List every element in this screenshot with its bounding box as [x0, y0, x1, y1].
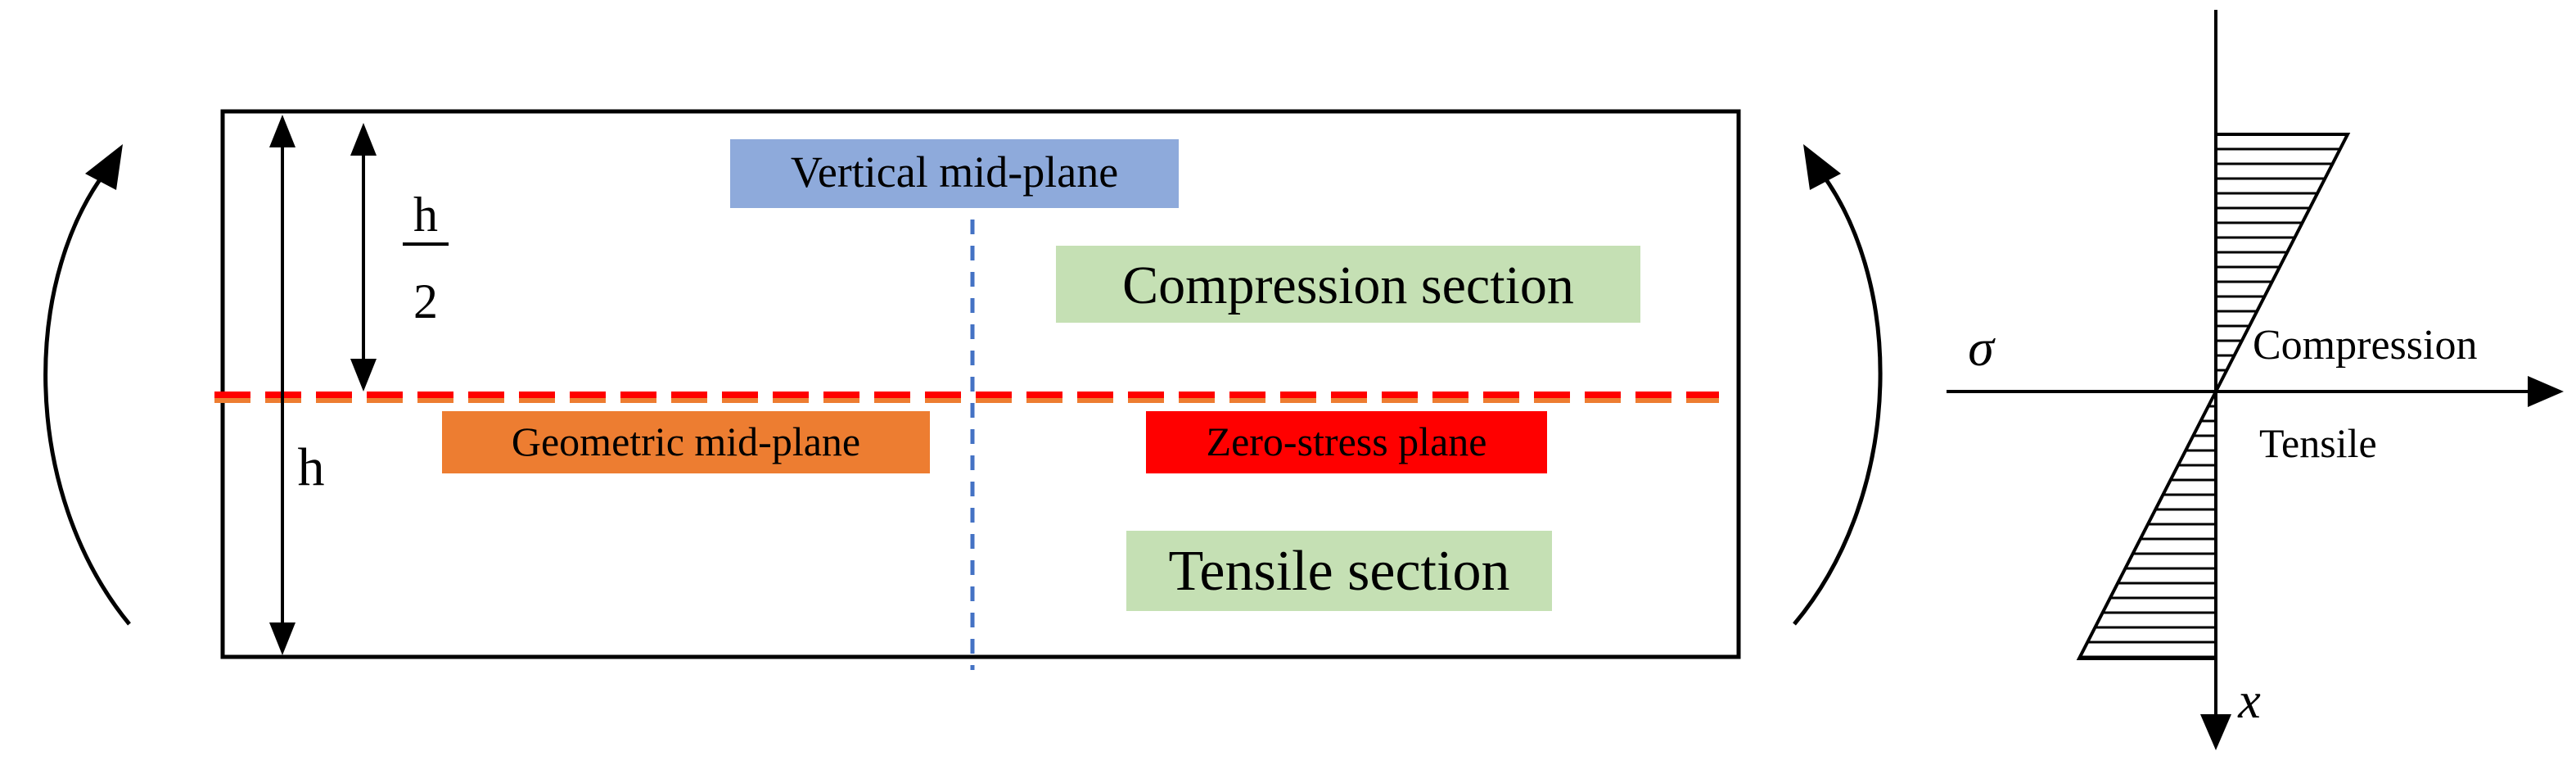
- left-bending-moment-arrow: [43, 161, 131, 626]
- tensile-label: Tensile: [2259, 420, 2377, 466]
- tensile-section-label: Tensile section: [1169, 540, 1510, 603]
- right-bending-moment-arrow: [1793, 161, 1883, 626]
- tensile-section-label-bg: [1126, 531, 1552, 611]
- left-bending-moment-arrowhead: [85, 144, 123, 190]
- compression-label: Compression: [2253, 322, 2477, 369]
- sigma-axis-label: σ: [1968, 319, 1996, 377]
- half-height-numerator: h: [413, 188, 438, 242]
- compression-section-label: Compression section: [1122, 256, 1574, 315]
- x-axis-label: x: [2237, 673, 2261, 729]
- compression-section-label-bg: [1056, 246, 1640, 323]
- tensile-hatching: [2080, 405, 2216, 659]
- zero-stress-plane-label: Zero-stress plane: [1207, 419, 1487, 464]
- compression-hatching: [2216, 147, 2340, 372]
- half-height-denominator: 2: [413, 274, 438, 328]
- vertical-mid-plane-label-bg: [730, 139, 1179, 208]
- geometric-mid-plane-label-bg: [442, 411, 930, 473]
- x-axis-arrowhead: [2200, 714, 2231, 750]
- beam-rectangle: [220, 109, 1741, 659]
- height-dimension-arrow: [269, 115, 295, 655]
- stress-distribution-diagram: σ x Compression Tensile: [1947, 10, 2564, 750]
- geometric-mid-plane-label: Geometric mid-plane: [512, 419, 860, 464]
- vertical-mid-plane-label: Vertical mid-plane: [791, 147, 1118, 197]
- sigma-axis-arrowhead: [2528, 376, 2564, 407]
- height-label: h: [298, 437, 325, 497]
- zero-stress-plane-label-bg: [1146, 411, 1547, 473]
- compression-stress-triangle: [2214, 133, 2351, 392]
- right-bending-moment-arrowhead: [1803, 144, 1841, 190]
- half-height-dimension-arrow: [350, 123, 377, 392]
